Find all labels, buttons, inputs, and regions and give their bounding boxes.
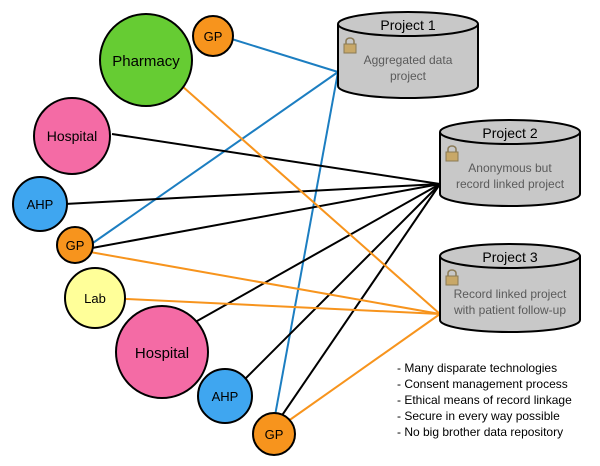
node-lab: Lab [64, 267, 126, 329]
project-2-desc-line1: Anonymous but [468, 161, 552, 175]
project-3: Project 3 Record linked project with pat… [439, 243, 581, 333]
project-1-desc-line1: Aggregated data [364, 53, 453, 67]
link-gp-bottom-project3 [283, 313, 441, 425]
node-hospital-top-label: Hospital [47, 128, 98, 144]
link-hospital-bottom-project2 [189, 183, 441, 326]
note-item: - Consent management process [397, 377, 568, 391]
note-item: - No big brother data repository [397, 425, 563, 439]
node-ahp-bottom: AHP [197, 368, 253, 424]
lock-icon [445, 269, 459, 286]
node-ahp-top-label: AHP [27, 197, 54, 212]
link-ahp-top-project2 [45, 183, 441, 206]
project-1-desc-line2: project [390, 69, 427, 83]
note-item: - Secure in every way possible [397, 409, 560, 423]
link-hospital-top-project2 [111, 133, 441, 185]
node-ahp-top: AHP [12, 176, 68, 232]
node-hospital-bottom-label: Hospital [135, 345, 189, 362]
node-pharmacy-label: Pharmacy [112, 53, 180, 70]
link-gp-mid-project3 [89, 251, 441, 315]
notes-list: - Many disparate technologies - Consent … [397, 361, 572, 439]
project-3-title: Project 3 [482, 249, 537, 265]
connections [45, 35, 441, 433]
project-2: Project 2 Anonymous but record linked pr… [439, 119, 581, 207]
link-gp-bottom-project2 [271, 183, 441, 431]
node-ahp-bottom-label: AHP [212, 389, 239, 404]
node-gp-mid-label: GP [66, 238, 85, 253]
node-gp-bottom-label: GP [265, 427, 284, 442]
link-gp-mid-project1 [89, 71, 339, 246]
project-1: Project 1 Aggregated data project [337, 11, 479, 99]
node-lab-label: Lab [84, 291, 106, 306]
link-lab-project3 [125, 298, 441, 315]
node-gp-mid: GP [56, 226, 94, 264]
note-item: - Many disparate technologies [397, 361, 557, 375]
project-3-cylinder [439, 256, 581, 333]
project-2-title: Project 2 [482, 125, 537, 141]
project-2-cylinder [439, 132, 581, 207]
project-1-cylinder-top [337, 11, 479, 37]
project-3-cylinder-top [439, 243, 581, 269]
node-gp-top-label: GP [204, 29, 223, 44]
lock-icon [343, 37, 357, 54]
lock-icon [445, 145, 459, 162]
link-gp-mid-project2 [91, 183, 441, 249]
link-gp-top-project1 [221, 35, 339, 73]
note-item: - Ethical means of record linkage [397, 393, 572, 407]
link-pharmacy-project3 [181, 85, 441, 315]
node-gp-top: GP [192, 15, 234, 57]
link-gp-bottom-project1 [271, 71, 339, 433]
node-hospital-bottom: Hospital [115, 305, 209, 399]
link-ahp-bottom-project2 [243, 183, 441, 381]
project-3-desc-line2: with patient follow-up [453, 303, 566, 317]
project-1-title: Project 1 [380, 17, 435, 33]
node-gp-bottom: GP [252, 412, 296, 456]
project-3-desc-line1: Record linked project [454, 287, 567, 301]
node-hospital-top: Hospital [33, 97, 111, 175]
project-2-desc-line2: record linked project [456, 177, 565, 191]
project-1-cylinder [337, 24, 479, 99]
node-pharmacy: Pharmacy [99, 13, 193, 107]
project-2-cylinder-top [439, 119, 581, 145]
